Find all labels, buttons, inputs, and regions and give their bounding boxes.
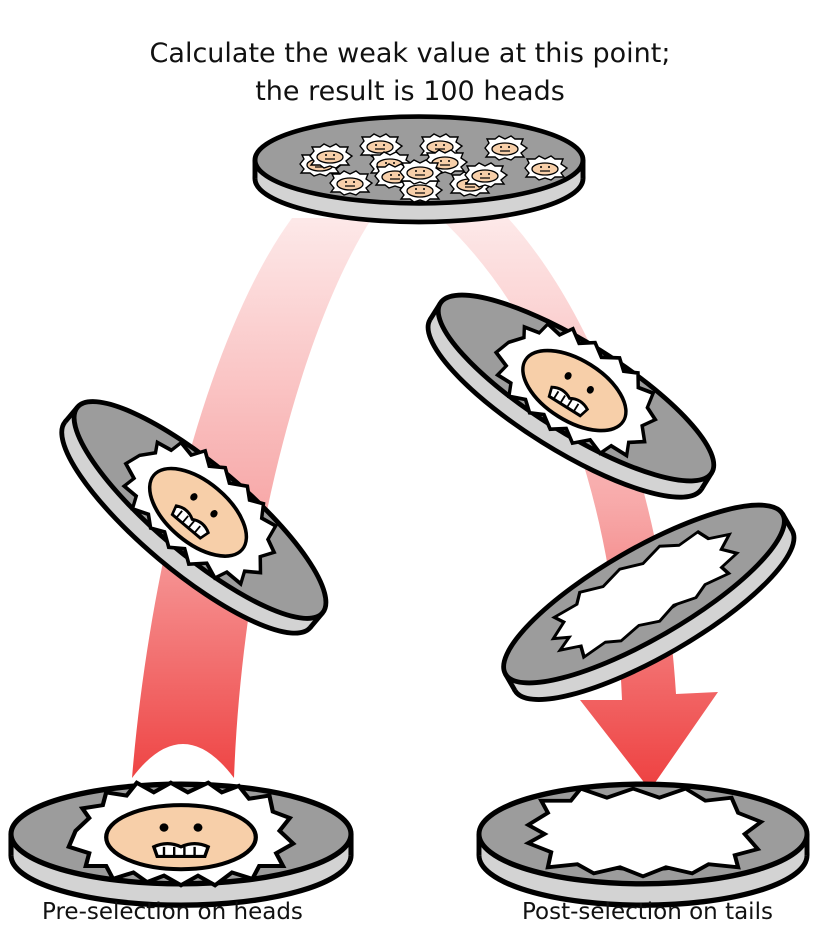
title-line-1: Calculate the weak value at this point; (149, 38, 671, 69)
post-selection-coin (479, 784, 807, 905)
right-upper-flipping-coin (406, 262, 737, 527)
pre-selection-label: Pre-selection on heads (42, 899, 303, 925)
title-line-2: the result is 100 heads (255, 76, 565, 107)
right-lower-flipping-coin (483, 475, 815, 729)
pre-selection-coin (11, 783, 351, 905)
post-selection-label: Post-selection on tails (522, 899, 773, 925)
